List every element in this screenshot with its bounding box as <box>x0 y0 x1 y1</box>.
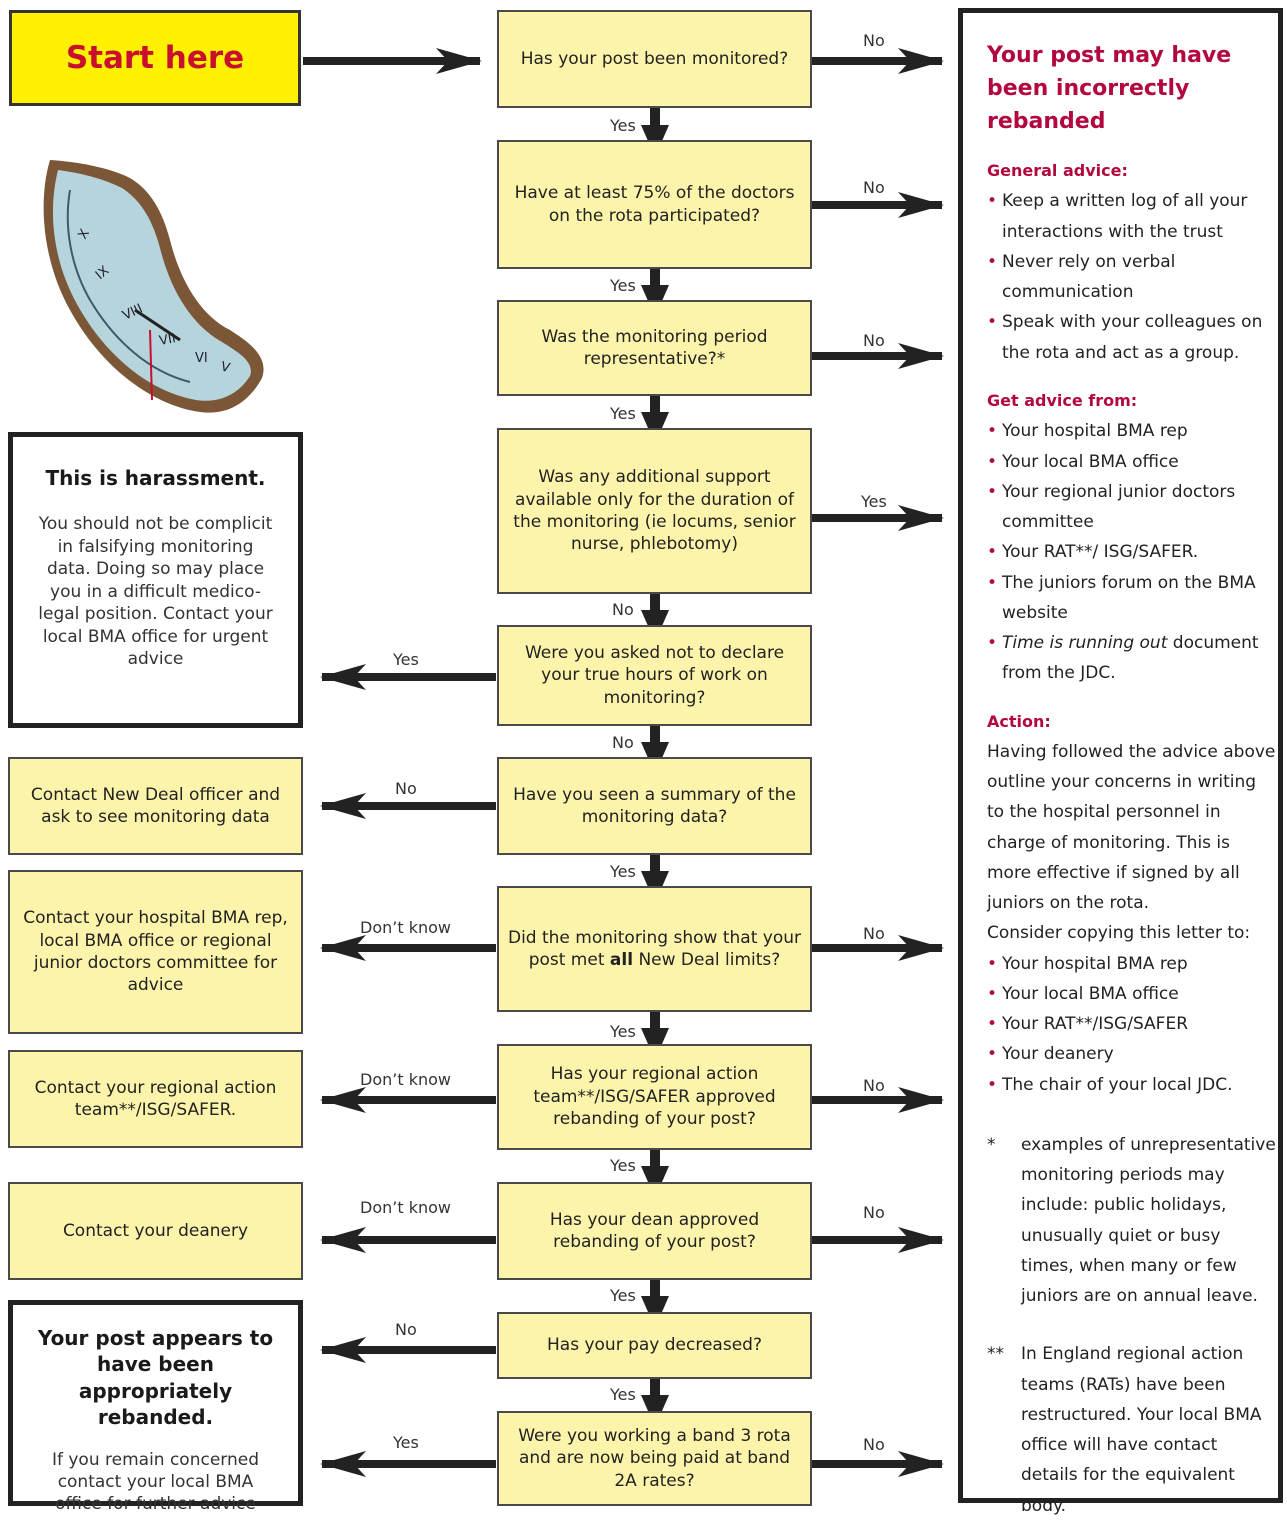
label-yes: Yes <box>861 492 887 511</box>
label-yes: Yes <box>393 650 419 669</box>
action-text: Having followed the advice above outline… <box>987 741 1276 914</box>
melting-clock-illustration: X IX VIII VII VI V <box>43 160 264 413</box>
svg-text:V: V <box>219 359 232 376</box>
question-rat-approved: Has your regional action team**/ISG/SAFE… <box>497 1044 812 1150</box>
list-item: Speak with your colleagues on the rota a… <box>987 307 1278 368</box>
appropriately-rebanded-box: Your post appears to have been appropria… <box>8 1300 303 1514</box>
list-item: Keep a written log of all your interacti… <box>987 186 1278 247</box>
label-yes: Yes <box>610 276 636 295</box>
list-item: Your RAT**/ISG/SAFER <box>987 1009 1278 1040</box>
label-no: No <box>863 1435 885 1454</box>
question-additional-support: Was any additional support available onl… <box>497 428 812 594</box>
harassment-body: You should not be complicit in falsifyin… <box>38 514 273 670</box>
label-yes: Yes <box>610 1022 636 1041</box>
label-no: No <box>863 331 885 350</box>
list-item: The chair of your local JDC. <box>987 1070 1278 1101</box>
panel-title: Your post may have been incorrectly reba… <box>987 43 1232 134</box>
harassment-box: This is harassment. You should not be co… <box>8 432 303 728</box>
copy-list: Your hospital BMA rep Your local BMA off… <box>987 949 1278 1101</box>
label-no: No <box>612 733 634 752</box>
label-yes: Yes <box>610 1385 636 1404</box>
question-pay-decreased: Has your pay decreased? <box>497 1312 812 1379</box>
label-no: No <box>863 1076 885 1095</box>
question-75-percent: Have at least 75% of the doctors on the … <box>497 140 812 269</box>
label-yes: Yes <box>610 116 636 135</box>
label-yes: Yes <box>610 404 636 423</box>
svg-text:VII: VII <box>158 331 177 349</box>
list-item: Time is running out document from the JD… <box>987 628 1278 689</box>
list-item: Your deanery <box>987 1039 1278 1070</box>
list-item: Your local BMA office <box>987 447 1278 478</box>
question-asked-not-declare: Were you asked not to declare your true … <box>497 625 812 726</box>
start-here-box: Start here <box>9 10 301 106</box>
label-no: No <box>863 178 885 197</box>
label-yes: Yes <box>610 1286 636 1305</box>
general-advice-heading: General advice: <box>987 161 1128 180</box>
advice-from-heading: Get advice from: <box>987 390 1138 410</box>
label-no: No <box>863 31 885 50</box>
contact-deanery-box: Contact your deanery <box>8 1182 303 1280</box>
appropriately-rebanded-body: If you remain concerned contact your loc… <box>51 1449 260 1515</box>
question-band-3-rota: Were you working a band 3 rota and are n… <box>497 1411 812 1506</box>
svg-text:VI: VI <box>195 351 208 366</box>
list-item: Never rely on verbal communication <box>987 247 1278 308</box>
list-item: Your hospital BMA rep <box>987 416 1278 447</box>
action-heading: Action: <box>987 711 1051 731</box>
list-item: Your regional junior doctors committee <box>987 477 1278 538</box>
label-no: No <box>863 924 885 943</box>
new-deal-officer-box: Contact New Deal officer and ask to see … <box>8 757 303 855</box>
question-representative: Was the monitoring period representative… <box>497 300 812 396</box>
list-item: Your local BMA office <box>987 979 1278 1010</box>
contact-rep-box: Contact your hospital BMA rep, local BMA… <box>8 870 303 1034</box>
list-item: Your hospital BMA rep <box>987 949 1278 980</box>
label-dont-know: Don’t know <box>360 1070 451 1089</box>
label-no: No <box>395 779 417 798</box>
label-no: No <box>863 1203 885 1222</box>
label-yes: Yes <box>393 1433 419 1452</box>
incorrectly-rebanded-panel: Your post may have been incorrectly reba… <box>958 8 1283 1516</box>
question-seen-summary: Have you seen a summary of the monitorin… <box>497 757 812 855</box>
label-no: No <box>395 1320 417 1339</box>
list-item: The juniors forum on the BMA website <box>987 568 1278 629</box>
label-dont-know: Don’t know <box>360 1198 451 1217</box>
label-no: No <box>612 600 634 619</box>
question-dean-approved: Has your dean approved rebanding of your… <box>497 1182 812 1280</box>
list-item: Your RAT**/ ISG/SAFER. <box>987 537 1278 568</box>
start-label: Start here <box>65 39 245 76</box>
footnote-representative: * examples of unrepresentative monitorin… <box>987 1134 1276 1307</box>
label-yes: Yes <box>610 862 636 881</box>
appropriately-rebanded-title: Your post appears to have been appropria… <box>37 1326 274 1430</box>
advice-from-list: Your hospital BMA rep Your local BMA off… <box>987 416 1278 688</box>
question-post-monitored: Has your post been monitored? <box>497 10 812 108</box>
label-yes: Yes <box>610 1156 636 1175</box>
question-new-deal-limits: Did the monitoring show that your post m… <box>497 886 812 1012</box>
footnote-rats: ** In England regional action teams (RAT… <box>987 1344 1262 1516</box>
copy-intro: Consider copying this letter to: <box>987 923 1251 944</box>
general-advice-list: Keep a written log of all your interacti… <box>987 186 1278 368</box>
harassment-title: This is harassment. <box>45 466 266 490</box>
label-dont-know: Don’t know <box>360 918 451 937</box>
contact-rat-box: Contact your regional action team**/ISG/… <box>8 1050 303 1148</box>
